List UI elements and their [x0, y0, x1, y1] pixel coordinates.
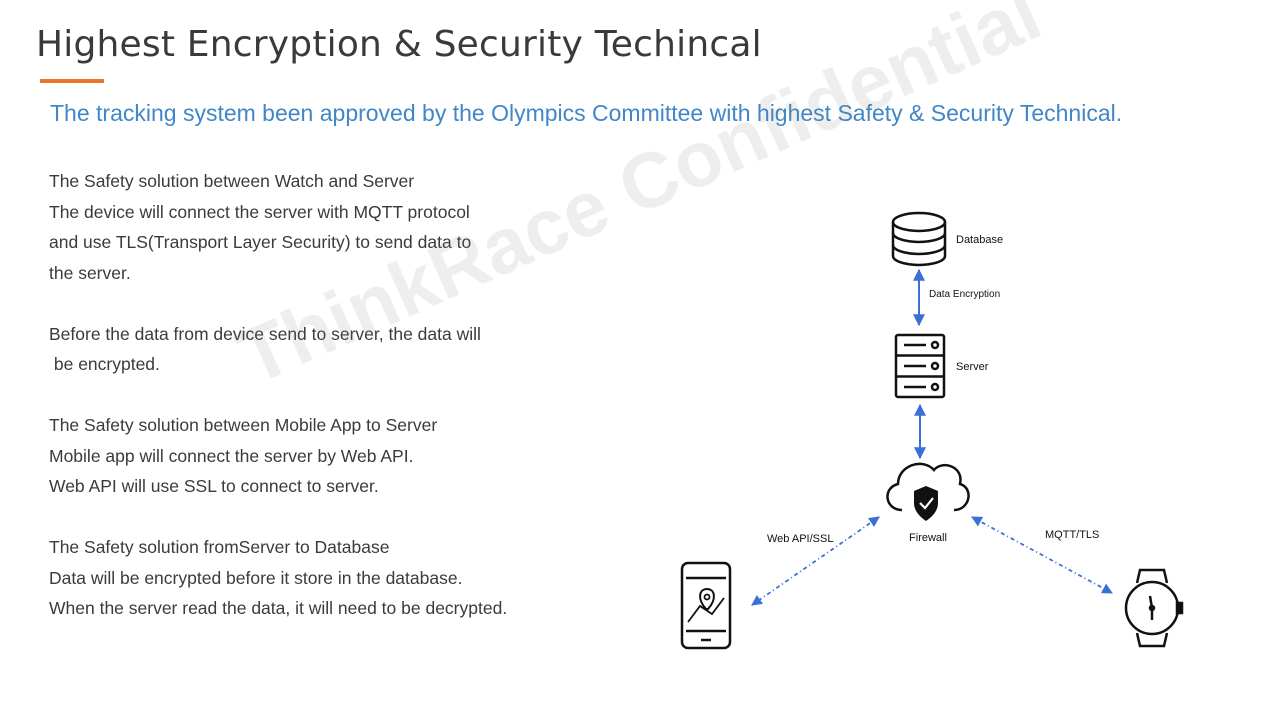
database-label: Database	[956, 234, 1003, 246]
text-line: Mobile app will connect the server by We…	[49, 445, 414, 466]
text-line: The Safety solution between Watch and Se…	[49, 171, 415, 191]
database-icon	[891, 211, 947, 267]
encryption-label: Data Encryption	[929, 289, 1000, 300]
mqtt-arrow	[971, 516, 1113, 594]
paragraph-encryption: Before the data from device send to serv…	[49, 319, 589, 380]
firewall-icon	[886, 462, 970, 521]
text-line: the server.	[49, 262, 131, 283]
mqtt-label: MQTT/TLS	[1045, 529, 1099, 541]
mobile-phone-icon	[680, 561, 732, 650]
text-line: Web API will use SSL to connect to serve…	[49, 476, 379, 496]
title-underline	[40, 79, 104, 83]
webapi-label: Web API/SSL	[767, 533, 833, 545]
page-subtitle: The tracking system been approved by the…	[50, 100, 1123, 126]
smartwatch-icon	[1124, 568, 1184, 648]
text-line: be encrypted.	[49, 354, 160, 374]
text-line: Before the data from device send to serv…	[49, 323, 481, 344]
server-label: Server	[956, 361, 989, 373]
paragraph-app-server: The Safety solution between Mobile App t…	[49, 410, 589, 502]
text-line: The Safety solution fromServer to Databa…	[49, 537, 390, 557]
text-line: The device will connect the server with …	[49, 201, 470, 222]
webapi-arrow	[751, 516, 880, 606]
firewall-label: Firewall	[909, 532, 947, 544]
text-line: Data will be encrypted before it store i…	[49, 567, 463, 588]
body-text: The Safety solution between Watch and Se…	[49, 166, 589, 654]
paragraph-watch-server: The Safety solution between Watch and Se…	[49, 166, 589, 288]
paragraph-server-database: The Safety solution fromServer to Databa…	[49, 532, 589, 624]
text-line: When the server read the data, it will n…	[49, 598, 508, 618]
text-line: The Safety solution between Mobile App t…	[49, 415, 438, 435]
text-line: and use TLS(Transport Layer Security) to…	[49, 232, 472, 252]
page-title: Highest Encryption & Security Techincal	[36, 24, 762, 65]
server-icon	[894, 333, 946, 399]
